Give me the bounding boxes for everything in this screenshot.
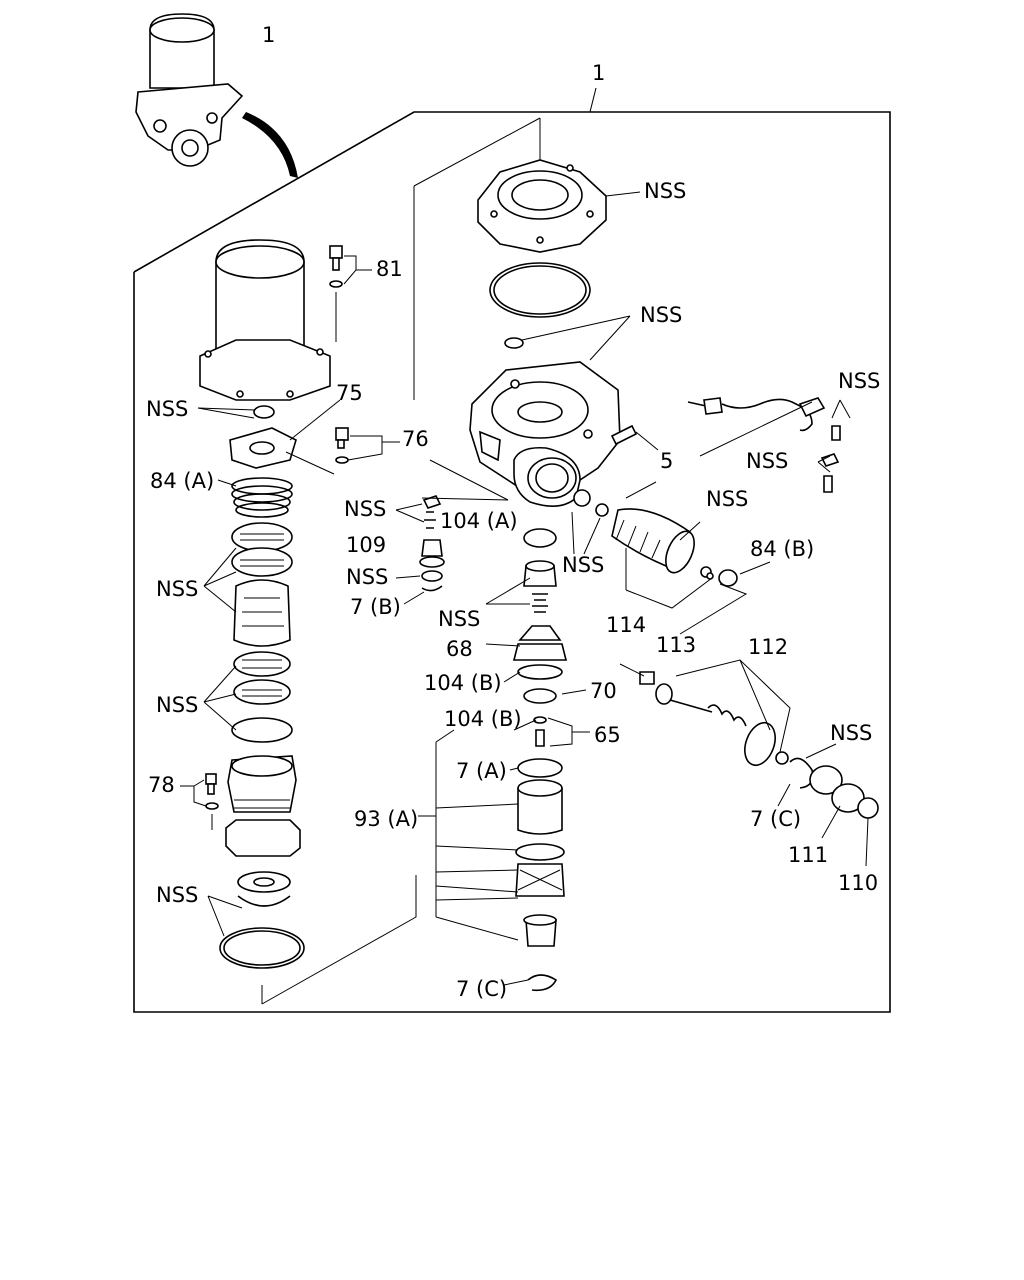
bottom-filter — [219, 871, 305, 969]
label-111: 111 — [788, 843, 828, 867]
label-93a: 93 (A) — [354, 807, 418, 831]
label-70: 70 — [590, 679, 617, 703]
label-104a: 104 (A) — [440, 509, 518, 533]
label-7a: 7 (A) — [456, 759, 507, 783]
body-side-fitting — [610, 424, 638, 446]
label-109: 109 — [346, 533, 386, 557]
wire-harness — [687, 397, 841, 493]
filter-screen-upper — [231, 522, 293, 577]
label-104b-upper: 104 (B) — [424, 671, 502, 695]
callout-labels: 1 1 NSS NSS NSS NSS 81 NSS 75 76 5 84 (A… — [146, 23, 880, 1001]
bolt-76 — [335, 427, 349, 464]
lower-housing — [225, 755, 301, 857]
filter-screen-lower — [231, 651, 293, 743]
label-110: 110 — [838, 871, 878, 895]
label-7b: 7 (B) — [350, 595, 401, 619]
label-113: 113 — [656, 633, 696, 657]
label-nss-mid: NSS — [438, 607, 480, 631]
assembly-thumbnail — [135, 13, 298, 178]
label-nss-right: NSS — [706, 487, 748, 511]
spring-84a — [231, 477, 293, 518]
plate-75 — [229, 399, 341, 475]
bolt-78 — [205, 773, 219, 830]
label-nss-wire-upper: NSS — [838, 369, 880, 393]
label-nss-bottom: NSS — [156, 883, 198, 907]
label-nss-wire-lower: NSS — [746, 449, 788, 473]
exploded-view-frame — [133, 87, 891, 1013]
main-valve-body — [469, 361, 621, 507]
body-o-ring — [489, 262, 591, 349]
label-nss-valve: NSS — [344, 497, 386, 521]
label-7c-bottom: 7 (C) — [456, 977, 507, 1001]
label-75: 75 — [336, 381, 363, 405]
center-column — [512, 528, 568, 992]
label-7c-right: 7 (C) — [750, 807, 801, 831]
label-68: 68 — [446, 637, 473, 661]
small-fittings — [573, 489, 609, 517]
label-nss-canister: NSS — [146, 397, 188, 421]
label-112: 112 — [748, 635, 788, 659]
label-nss-oring: NSS — [640, 303, 682, 327]
label-76: 76 — [402, 427, 429, 451]
label-65: 65 — [594, 723, 621, 747]
label-nss-small: NSS — [346, 565, 388, 589]
filter-canister — [199, 239, 331, 419]
valve-stack-109 — [419, 495, 445, 592]
label-nss-cap: NSS — [644, 179, 686, 203]
label-nss-filter-upper: NSS — [156, 577, 198, 601]
cylinder-114 — [611, 508, 738, 587]
bolt-81 — [329, 245, 343, 342]
label-104b-lower: 104 (B) — [444, 707, 522, 731]
label-5: 5 — [660, 449, 673, 473]
label-nss-filter-lower: NSS — [156, 693, 198, 717]
label-nss-body: NSS — [562, 553, 604, 577]
label-nss-111: NSS — [830, 721, 872, 745]
label-84a: 84 (A) — [150, 469, 214, 493]
label-1-thumbnail: 1 — [262, 23, 275, 47]
desiccant-cartridge — [233, 579, 291, 647]
label-81: 81 — [376, 257, 403, 281]
label-1-frame: 1 — [592, 61, 605, 85]
label-114: 114 — [606, 613, 646, 637]
top-cover-plate — [477, 159, 607, 253]
label-78: 78 — [148, 773, 175, 797]
plunger-112 — [639, 671, 879, 819]
label-84b: 84 (B) — [750, 537, 814, 561]
